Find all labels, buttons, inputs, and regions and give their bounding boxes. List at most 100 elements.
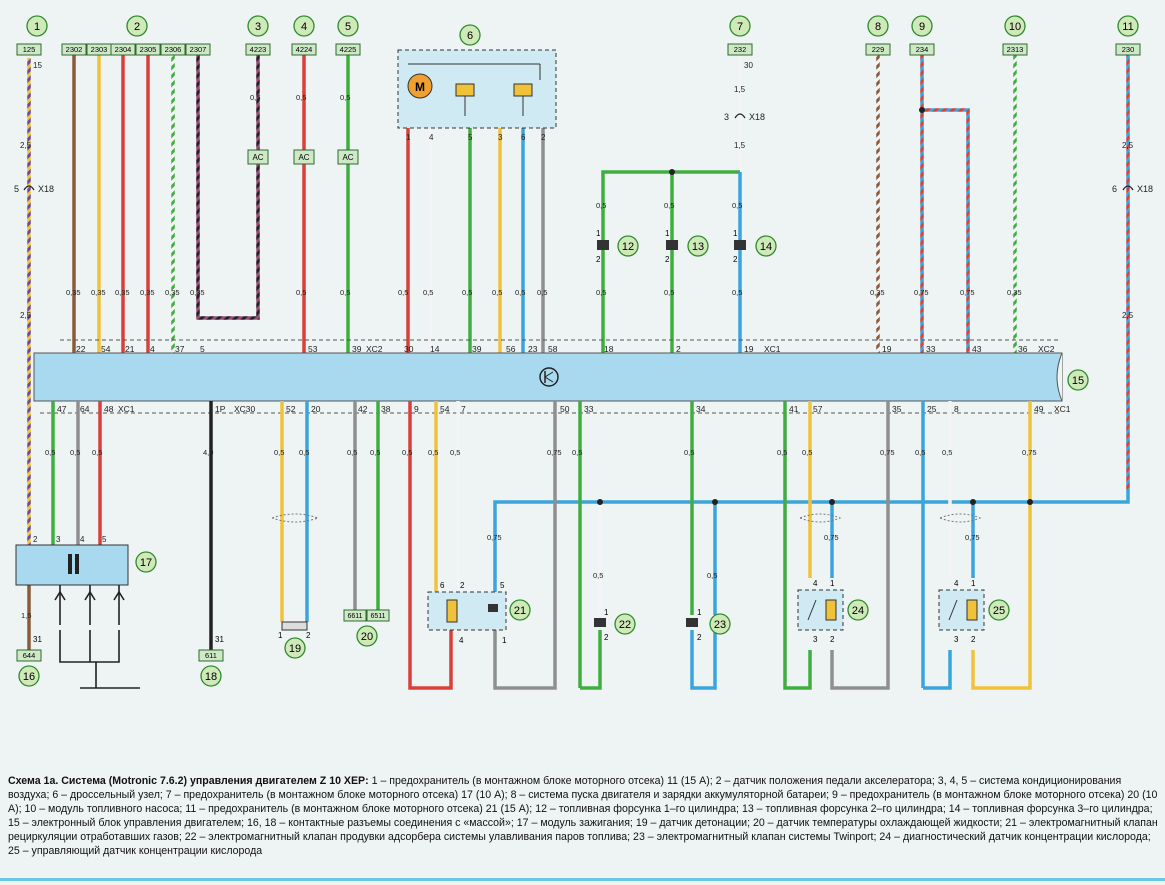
x18-label-1: X18 (38, 184, 54, 194)
svg-text:0,5: 0,5 (92, 448, 102, 457)
terminal-234: 234 (909, 43, 935, 56)
caption-title: Схема 1а. Система (Motronic 7.6.2) управ… (8, 775, 369, 787)
svg-text:2,5: 2,5 (1122, 141, 1134, 150)
ac-boxes: AC AC AC (247, 149, 359, 165)
svg-text:5: 5 (468, 133, 473, 142)
svg-text:22: 22 (619, 619, 631, 631)
bottom-rule (0, 878, 1165, 881)
svg-text:43: 43 (972, 344, 982, 354)
svg-text:2: 2 (134, 21, 140, 33)
svg-text:2304: 2304 (115, 45, 132, 54)
svg-text:3: 3 (255, 21, 261, 33)
terminal-2302: 2302 (61, 43, 87, 56)
svg-text:33: 33 (584, 404, 594, 414)
svg-text:19: 19 (289, 643, 301, 655)
svg-text:54: 54 (101, 344, 111, 354)
svg-text:2: 2 (596, 255, 601, 264)
svg-text:17: 17 (140, 557, 152, 569)
ground-16: 31 644 16 (16, 635, 42, 687)
svg-text:0,75: 0,75 (960, 288, 975, 297)
svg-text:5: 5 (102, 535, 107, 544)
terminal-2307: 2307 (185, 43, 211, 56)
callout-10: 10 (1004, 15, 1026, 37)
svg-text:47: 47 (57, 404, 67, 414)
svg-text:0,5: 0,5 (340, 93, 350, 102)
svg-text:56: 56 (506, 344, 516, 354)
svg-text:23: 23 (714, 619, 726, 631)
svg-text:0,5: 0,5 (492, 288, 502, 297)
callout-9: 9 (911, 15, 933, 37)
svg-text:0,5: 0,5 (593, 571, 603, 580)
svg-text:0,75: 0,75 (1022, 448, 1037, 457)
svg-text:232: 232 (734, 45, 747, 54)
diagram-caption: Схема 1а. Система (Motronic 7.6.2) управ… (8, 774, 1158, 858)
svg-text:25: 25 (927, 404, 937, 414)
injector-12: 21 (596, 229, 609, 264)
svg-text:49: 49 (1034, 404, 1044, 414)
svg-text:0,5: 0,5 (684, 448, 694, 457)
svg-text:6511: 6511 (370, 613, 385, 620)
svg-text:36: 36 (1018, 344, 1028, 354)
svg-text:1: 1 (733, 229, 738, 238)
callout-8: 8 (867, 15, 889, 37)
terminal-2304: 2304 (110, 43, 136, 56)
svg-text:0,5: 0,5 (428, 448, 438, 457)
svg-text:6: 6 (521, 133, 526, 142)
top-wires (27, 52, 1130, 545)
svg-text:7: 7 (461, 404, 466, 414)
terminal-2305: 2305 (135, 43, 161, 56)
callout-11: 11 (1117, 15, 1139, 37)
svg-text:2,5: 2,5 (20, 311, 32, 320)
svg-text:14: 14 (760, 241, 772, 253)
svg-text:12: 12 (622, 241, 634, 253)
svg-text:35: 35 (892, 404, 902, 414)
callout-15: 15 (1067, 369, 1089, 391)
callout-12: 12 (617, 235, 639, 257)
svg-text:5: 5 (14, 184, 19, 194)
twinport-valve-23: 12 23 (686, 608, 731, 642)
callout-17: 17 (135, 551, 157, 573)
svg-text:0,5: 0,5 (299, 448, 309, 457)
xc1-label-right: XC1 (1054, 404, 1071, 414)
bus-junctions (597, 499, 1033, 505)
svg-text:1: 1 (502, 636, 507, 645)
svg-text:3: 3 (56, 535, 61, 544)
svg-text:2: 2 (676, 344, 681, 354)
terminal-125: 125 (16, 43, 42, 56)
svg-text:1,5: 1,5 (21, 611, 31, 620)
svg-text:0,35: 0,35 (1007, 288, 1022, 297)
svg-text:1,5: 1,5 (734, 85, 746, 94)
svg-text:0,5: 0,5 (777, 448, 787, 457)
svg-text:34: 34 (696, 404, 706, 414)
terminal-4224: 4224 (291, 43, 317, 56)
svg-text:20: 20 (311, 404, 321, 414)
svg-text:2313: 2313 (1007, 45, 1024, 54)
svg-text:5: 5 (500, 581, 505, 590)
svg-text:0,5: 0,5 (45, 448, 55, 457)
ground-18: 31 611 18 (198, 635, 224, 687)
svg-text:42: 42 (358, 404, 368, 414)
svg-text:1: 1 (665, 229, 670, 238)
svg-text:0,5: 0,5 (732, 201, 742, 210)
terminal-230: 230 (1115, 43, 1141, 56)
svg-text:4: 4 (150, 344, 155, 354)
svg-text:2: 2 (541, 133, 546, 142)
svg-text:50: 50 (560, 404, 570, 414)
svg-text:0,35: 0,35 (870, 288, 885, 297)
svg-text:0,35: 0,35 (190, 288, 205, 297)
svg-text:2: 2 (460, 581, 465, 590)
svg-text:64: 64 (80, 404, 90, 414)
svg-text:0,5: 0,5 (664, 288, 674, 297)
x18-label-7: X18 (749, 112, 765, 122)
svg-text:644: 644 (23, 651, 36, 660)
svg-text:0,5: 0,5 (250, 93, 260, 102)
svg-text:0,75: 0,75 (965, 533, 980, 542)
xc1-label-top: XC1 (764, 344, 781, 354)
svg-text:11: 11 (1122, 21, 1133, 33)
svg-text:1: 1 (971, 579, 976, 588)
svg-text:AC: AC (252, 153, 263, 162)
svg-text:0,5: 0,5 (537, 288, 547, 297)
